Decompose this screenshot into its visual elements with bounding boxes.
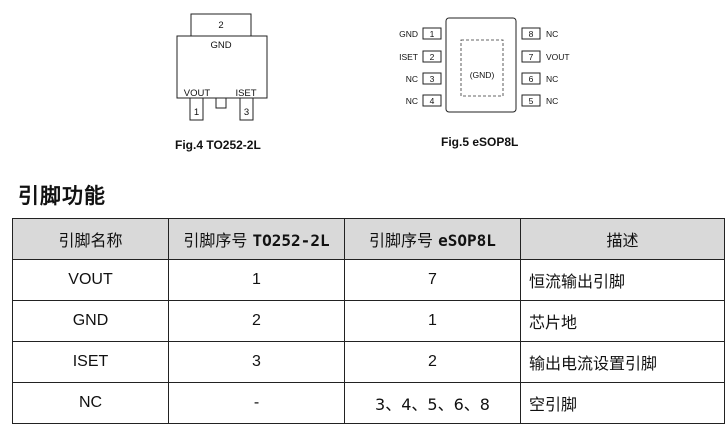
cell-description: 恒流输出引脚 bbox=[520, 259, 725, 301]
package-outline-drawing: 2 GND VOUT ISET 1 3 GND bbox=[0, 0, 728, 165]
esop8-pin-box-3 bbox=[422, 72, 442, 85]
header-model: TO252-2L bbox=[252, 231, 330, 250]
header-description: 描述 bbox=[520, 218, 725, 260]
esop8-left-pin-number: 3 bbox=[430, 74, 435, 84]
esop8-pad-label: (GND) bbox=[470, 70, 495, 80]
esop8-right-pin-number: 8 bbox=[529, 29, 534, 39]
cell-description: 输出电流设置引脚 bbox=[520, 341, 725, 383]
package-diagrams: 2 GND VOUT ISET 1 3 GND bbox=[0, 0, 728, 165]
to252-left-pin-number: 1 bbox=[194, 107, 199, 118]
pin-function-table: 引脚名称 引脚序号 TO252-2L 引脚序号 eSOP8L 描述 VOUT 1… bbox=[12, 218, 725, 424]
table-row: GND 2 1 芯片地 bbox=[12, 300, 725, 342]
cell-description: 空引脚 bbox=[520, 382, 725, 424]
esop8-pin-box-5 bbox=[521, 94, 541, 107]
esop8-left-pin-name: ISET bbox=[399, 52, 418, 62]
esop8-pin-box-8 bbox=[521, 27, 541, 40]
esop8-pin-box-1 bbox=[422, 27, 442, 40]
cell-esop8-number: 1 bbox=[344, 300, 521, 342]
esop8-left-pin-number: 2 bbox=[430, 52, 435, 62]
esop8-left-pin-name: GND bbox=[399, 29, 418, 39]
to252-right-pin-number: 3 bbox=[244, 107, 249, 118]
esop8-caption: Fig.5 eSOP8L bbox=[441, 135, 519, 149]
cell-to252-number: 3 bbox=[168, 341, 345, 383]
header-pin-name: 引脚名称 bbox=[12, 218, 169, 260]
esop8-left-pin-number: 1 bbox=[430, 29, 435, 39]
esop8-pin-box-6 bbox=[521, 72, 541, 85]
to252-package bbox=[176, 13, 268, 121]
to252-caption: Fig.4 TO252-2L bbox=[175, 138, 261, 152]
table-header-row: 引脚名称 引脚序号 TO252-2L 引脚序号 eSOP8L 描述 bbox=[12, 218, 725, 260]
header-prefix: 引脚序号 bbox=[183, 231, 253, 250]
esop8-body bbox=[445, 17, 517, 113]
esop8-right-pin-name: NC bbox=[546, 74, 558, 84]
to252-pin-1 bbox=[189, 97, 204, 121]
to252-pin-3 bbox=[239, 97, 254, 121]
to252-left-label: VOUT bbox=[184, 88, 211, 99]
esop8-right-pin-name: NC bbox=[546, 29, 558, 39]
cell-pin-name: NC bbox=[12, 382, 169, 424]
esop8-left-pin-name: NC bbox=[406, 96, 418, 106]
to252-right-label: ISET bbox=[235, 88, 256, 99]
esop8-exposed-pad bbox=[460, 39, 504, 97]
table-row: NC - 3、4、5、6、8 空引脚 bbox=[12, 382, 725, 424]
table-row: VOUT 1 7 恒流输出引脚 bbox=[12, 259, 725, 301]
esop8-pin-box-7 bbox=[521, 50, 541, 63]
cell-to252-number: 2 bbox=[168, 300, 345, 342]
cell-to252-number: - bbox=[168, 382, 345, 424]
esop8-right-pin-number: 7 bbox=[529, 52, 534, 62]
esop8-right-pin-name: VOUT bbox=[546, 52, 570, 62]
header-prefix: 引脚序号 bbox=[369, 231, 439, 250]
table-row: ISET 3 2 输出电流设置引脚 bbox=[12, 341, 725, 383]
esop8-pin-box-4 bbox=[422, 94, 442, 107]
cell-to252-number: 1 bbox=[168, 259, 345, 301]
esop8-left-pin-number: 4 bbox=[430, 96, 435, 106]
esop8-right-pin-number: 6 bbox=[529, 74, 534, 84]
section-title: 引脚功能 bbox=[18, 184, 106, 208]
to252-tab-pin-number: 2 bbox=[218, 20, 223, 31]
cell-description: 芯片地 bbox=[520, 300, 725, 342]
esop8-left-pin-name: NC bbox=[406, 74, 418, 84]
to252-body-label: GND bbox=[210, 40, 231, 51]
header-pin-number-esop8: 引脚序号 eSOP8L bbox=[344, 218, 521, 260]
cell-esop8-number: 2 bbox=[344, 341, 521, 383]
cell-pin-name: ISET bbox=[12, 341, 169, 383]
header-model: eSOP8L bbox=[438, 231, 496, 250]
cell-esop8-number: 3、4、5、6、8 bbox=[344, 382, 521, 424]
cell-pin-name: VOUT bbox=[12, 259, 169, 301]
cell-pin-name: GND bbox=[12, 300, 169, 342]
esop8-right-pin-number: 5 bbox=[529, 96, 534, 106]
to252-center-stub bbox=[215, 97, 227, 109]
cell-esop8-number: 7 bbox=[344, 259, 521, 301]
esop8-pin-box-2 bbox=[422, 50, 442, 63]
to252-body bbox=[176, 35, 268, 99]
esop8-right-pin-name: NC bbox=[546, 96, 558, 106]
header-pin-number-to252: 引脚序号 TO252-2L bbox=[168, 218, 345, 260]
esop8-package: GND ISET NC NC 1 2 3 4 8 7 6 5 NC VOUT N… bbox=[399, 17, 570, 113]
